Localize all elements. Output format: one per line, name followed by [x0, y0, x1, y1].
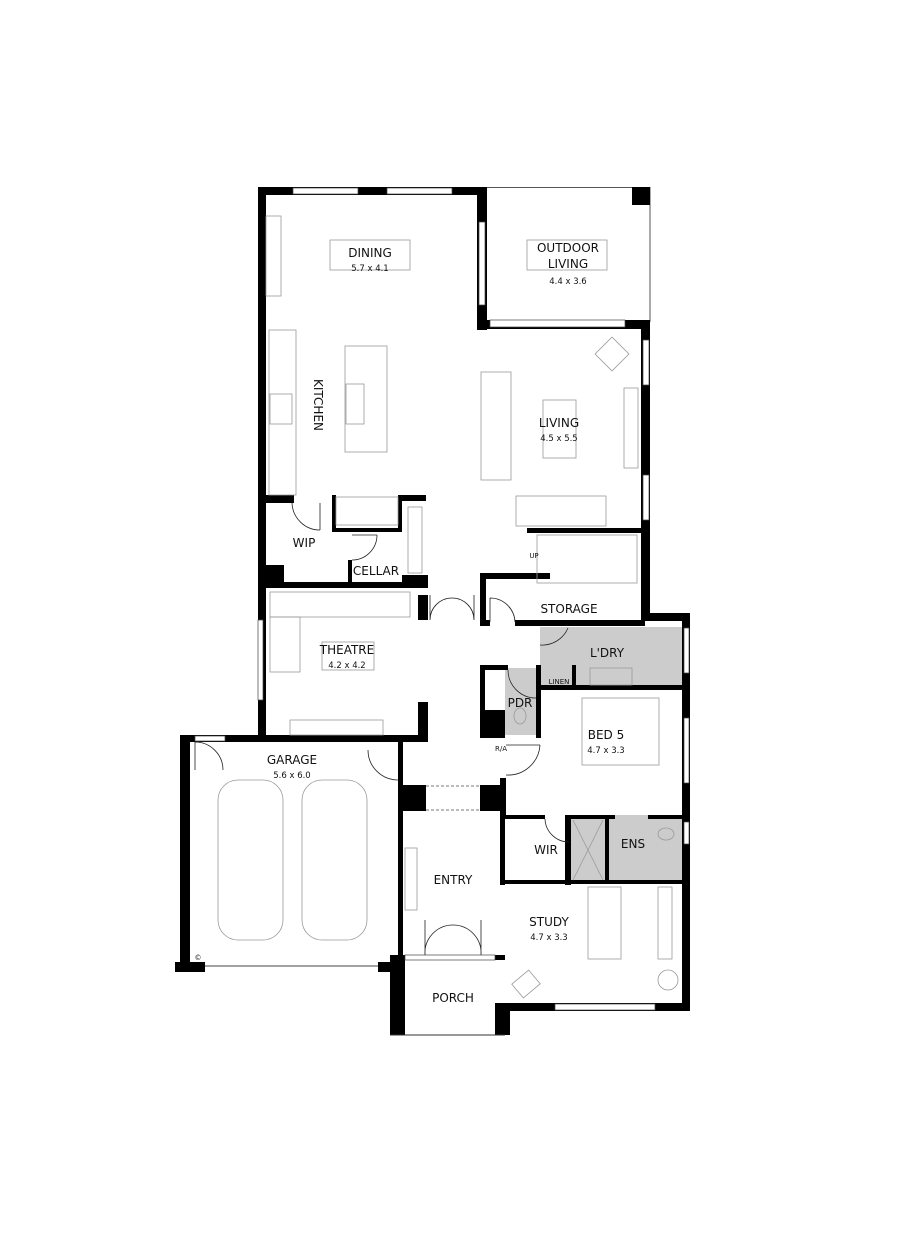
theatre-size: 4.2 x 4.2 [328, 661, 365, 671]
study-size: 4.7 x 3.3 [530, 933, 567, 943]
bed5-size: 4.7 x 3.3 [587, 746, 624, 756]
study-label: STUDY [529, 915, 569, 929]
porch-label: PORCH [432, 991, 474, 1005]
furniture [217, 215, 679, 999]
theatre-label: THEATRE [319, 643, 374, 657]
walls [175, 187, 690, 1036]
wip-label: WIP [293, 536, 316, 550]
outdoor-living-label-2: LIVING [548, 257, 588, 271]
living-label: LIVING [539, 416, 579, 430]
wir-label: WIR [534, 843, 558, 857]
copyright-mark: © [195, 954, 202, 962]
outdoor-living-label-1: OUTDOOR [537, 241, 599, 255]
doors[interactable] [194, 502, 570, 956]
dining-size: 5.7 x 4.1 [351, 264, 388, 274]
powder-label: PDR [508, 696, 533, 710]
garage-label: GARAGE [267, 753, 317, 767]
wet-areas [505, 627, 682, 882]
storage-label: STORAGE [540, 602, 597, 616]
laundry-label: L'DRY [590, 646, 625, 660]
linen-label: LINEN [549, 678, 570, 686]
living-size: 4.5 x 5.5 [540, 434, 577, 444]
bed5-label: BED 5 [588, 728, 625, 742]
cellar-label: CELLAR [353, 564, 399, 578]
dining-label: DINING [348, 246, 392, 260]
outdoor-living-size: 4.4 x 3.6 [549, 277, 586, 287]
ra-label: R/A [495, 745, 507, 753]
outdoor-living-outline [487, 187, 651, 322]
ensuite-label: ENS [621, 837, 645, 851]
room-labels: DINING 5.7 x 4.1 OUTDOOR LIVING 4.4 x 3.… [195, 241, 646, 1005]
garage-size: 5.6 x 6.0 [273, 771, 310, 781]
stairs-up-label: UP [529, 552, 538, 560]
entry-label: ENTRY [434, 873, 473, 887]
kitchen-label: KITCHEN [311, 379, 325, 431]
